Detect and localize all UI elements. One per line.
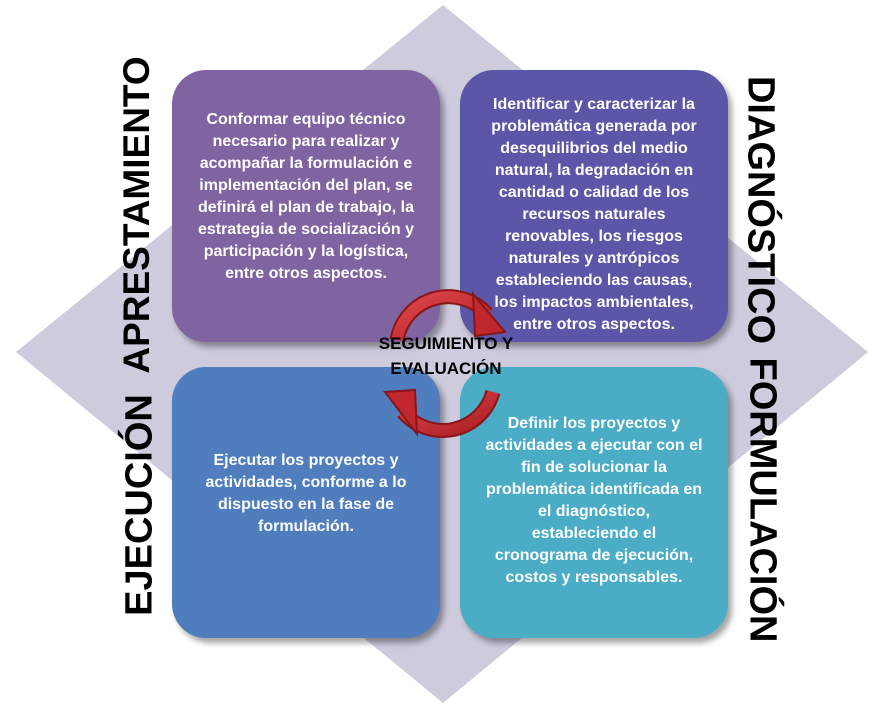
seguimiento-evaluacion-label: SEGUIMIENTO Y EVALUACIÓN <box>378 334 514 378</box>
diagnostico-label: DIAGNÓSTICO <box>739 75 782 345</box>
formulacion-label: FORMULACIÓN <box>741 357 784 643</box>
aprestamiento-text: Conformar equipo técnico necesario para … <box>197 111 415 282</box>
formulacion-box: Definir los proyectos y actividades a ej… <box>460 367 728 638</box>
diagnostico-box: Identificar y caracterizar la problemáti… <box>460 70 728 342</box>
ejecucion-text: Ejecutar los proyectos y actividades, co… <box>205 451 407 535</box>
diagnostico-text: Identificar y caracterizar la problemáti… <box>491 96 697 333</box>
ejecucion-label: EJECUCIÓN <box>118 394 161 616</box>
cycle-arrows-icon <box>383 289 507 438</box>
aprestamiento-label: APRESTAMIENTO <box>116 56 157 374</box>
ejecucion-box: Ejecutar los proyectos y actividades, co… <box>172 367 440 638</box>
formulacion-text: Definir los proyectos y actividades a ej… <box>485 414 703 586</box>
aprestamiento-box: Conformar equipo técnico necesario para … <box>172 70 440 342</box>
